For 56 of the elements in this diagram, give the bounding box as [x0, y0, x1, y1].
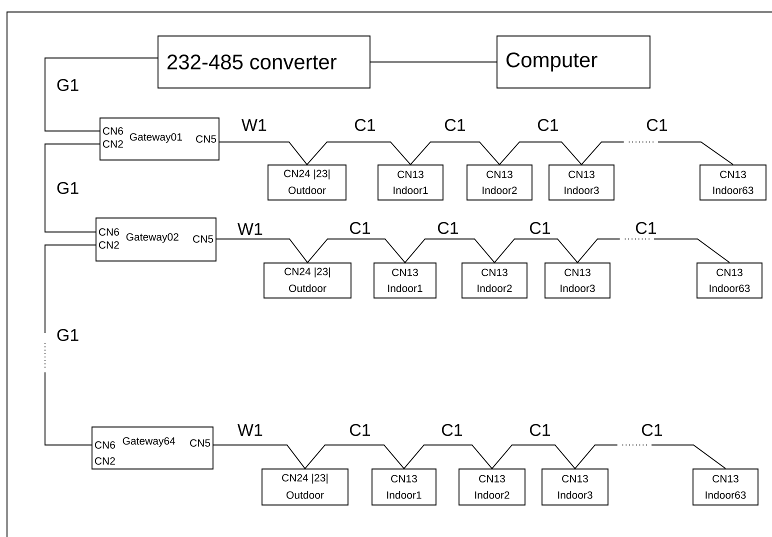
cable-line — [218, 142, 308, 165]
cable-line — [212, 444, 306, 469]
cable-line — [304, 444, 404, 469]
unit-box: CN13 Indoor2 — [462, 262, 528, 298]
edge-label: G1 — [55, 328, 80, 342]
cable-line — [404, 444, 492, 469]
cable-line — [216, 238, 308, 263]
cable-line — [499, 142, 582, 165]
gateway-box: CN6 CN2 Gateway02 CN5 — [96, 218, 216, 262]
unit-box: CN24 |23| Outdoor — [264, 262, 352, 298]
edge-label: C1 — [640, 422, 664, 437]
computer-box: Computer — [496, 36, 650, 88]
edge-label: W1 — [240, 118, 268, 132]
edge-label: C1 — [645, 118, 669, 132]
cable-line — [577, 238, 730, 263]
cable-line — [410, 142, 500, 165]
unit-box: CN13 Indoor63 — [696, 262, 762, 298]
unit-box: CN24 |23| Outdoor — [262, 468, 348, 506]
unit-box: CN13 Indoor1 — [374, 262, 436, 298]
cable-line — [404, 238, 495, 263]
edge-label: C1 — [348, 422, 372, 437]
cable-line — [306, 142, 411, 165]
edge-label: C1 — [348, 220, 372, 236]
gateway-box: CN6 CN2 Gateway64 CN5 — [92, 426, 214, 470]
unit-box: CN24 |23| Outdoor — [268, 164, 346, 200]
edge-label: C1 — [634, 220, 658, 236]
unit-box: CN13 Indoor1 — [378, 164, 444, 200]
cable-line — [581, 142, 734, 165]
bus-line — [44, 244, 96, 446]
gateway-box: CN6 CN2 Gateway01 CN5 — [100, 118, 220, 160]
edge-label: C1 — [528, 220, 552, 236]
edge-label: C1 — [440, 422, 464, 437]
unit-box: CN13 Indoor1 — [372, 468, 436, 506]
unit-box: CN13 Indoor63 — [692, 468, 758, 506]
unit-box: CN13 Indoor2 — [466, 164, 532, 200]
cable-line — [307, 238, 406, 263]
edge-label: G1 — [55, 180, 80, 196]
unit-box: CN13 Indoor3 — [548, 164, 614, 200]
converter-box: 232-485 converter — [158, 36, 370, 88]
unit-box: CN13 Indoor63 — [700, 164, 766, 200]
unit-box: CN13 Indoor2 — [458, 468, 526, 506]
bus-line — [44, 144, 100, 232]
unit-box: CN13 Indoor3 — [542, 468, 608, 506]
cable-line — [494, 238, 578, 263]
edge-label: G1 — [55, 78, 80, 92]
edge-label: C1 — [536, 118, 560, 132]
unit-box: CN13 Indoor3 — [544, 262, 610, 298]
edge-label: C1 — [353, 118, 377, 132]
edge-label: C1 — [436, 220, 460, 236]
edge-label: C1 — [443, 118, 467, 132]
edge-label: C1 — [528, 422, 552, 437]
cable-line — [492, 444, 576, 469]
edge-label: W1 — [236, 222, 264, 236]
cable-line — [574, 444, 726, 469]
bus-line — [44, 58, 158, 132]
edge-label: W1 — [236, 423, 264, 437]
